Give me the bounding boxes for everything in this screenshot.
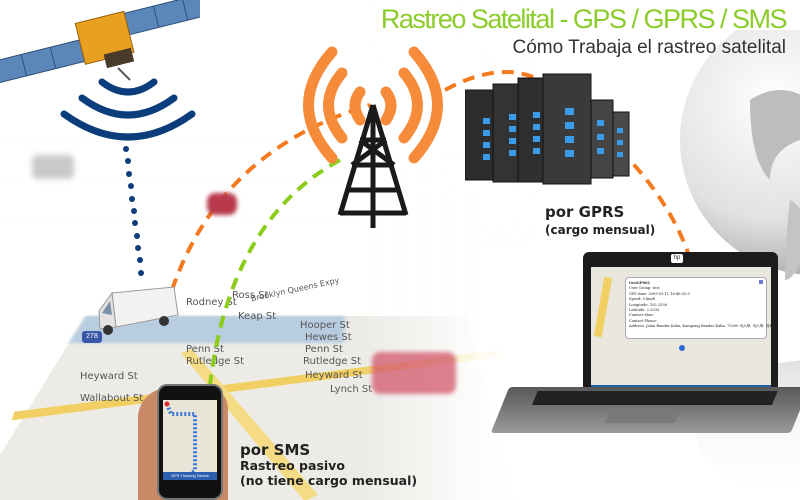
popup-line: Longitude: 102.2536 [629,302,668,307]
page-subtitle: Cómo Trabaja el rastreo satelital [512,37,786,58]
laptop-base [490,387,800,433]
highway-shield: 278 [82,331,102,343]
popup-line: Speed: 0 km/h [629,297,656,302]
laptop-keyboard [532,391,778,405]
page-title: Rastreo Satelital - GPS / GPRS / SMS [380,4,788,34]
laptop-touchpad[interactable] [604,411,680,423]
map-pin-icon[interactable] [679,345,685,351]
popup-line: Address: Jalan Bandar Kaba, Kampung Band… [629,324,771,329]
phone-screen-map: GPS Tracking Device [163,400,217,480]
popup-line: GPS time: 2009-03-11 16:48:35.0 [629,291,690,296]
map-info-popup: GeoGPS01 User Group: test GPS time: 2009… [625,277,771,339]
sms-note-2: (no tiene cargo mensual) [240,473,418,488]
cell-tower-icon [303,46,443,228]
sms-link-tower-phone [208,158,341,386]
sms-note-1: Rastreo pasivo [240,458,345,473]
laptop-lid: hp GeoGPS01 User Group: test GPS time: 2… [583,252,778,388]
popup-line: Contact Phone: [629,318,657,323]
phone-route-icon [164,401,197,478]
popup-line: GeoGPS01 [629,281,651,285]
satellite-signal-icon [60,78,196,141]
gprs-link-tower-server [444,70,541,92]
gprs-link-server-laptop [618,148,692,259]
popup-line: Latitude: 2.3330 [629,308,660,313]
map-road [593,276,613,338]
hp-logo-icon: hp [671,254,683,263]
satellite-icon [0,0,200,84]
popup-line: Contact Man: [629,313,654,318]
servers-icon [465,73,630,185]
red-van-icon [372,352,456,394]
popup-close-icon[interactable] [759,280,763,284]
blurred-van-icon [32,155,74,179]
phone-screen-footer: GPS Tracking Device [163,472,217,480]
popup-line: User Group: test [629,286,660,291]
smartphone: GPS Tracking Device [157,384,223,500]
sms-label: por SMS [240,441,311,459]
blurred-red-car-icon [207,193,237,215]
laptop-screen-map: GeoGPS01 User Group: test GPS time: 2009… [591,267,771,388]
gprs-note: (cargo mensual) [545,223,656,237]
white-van-icon [98,286,179,335]
gprs-label: por GPRS [545,203,625,221]
